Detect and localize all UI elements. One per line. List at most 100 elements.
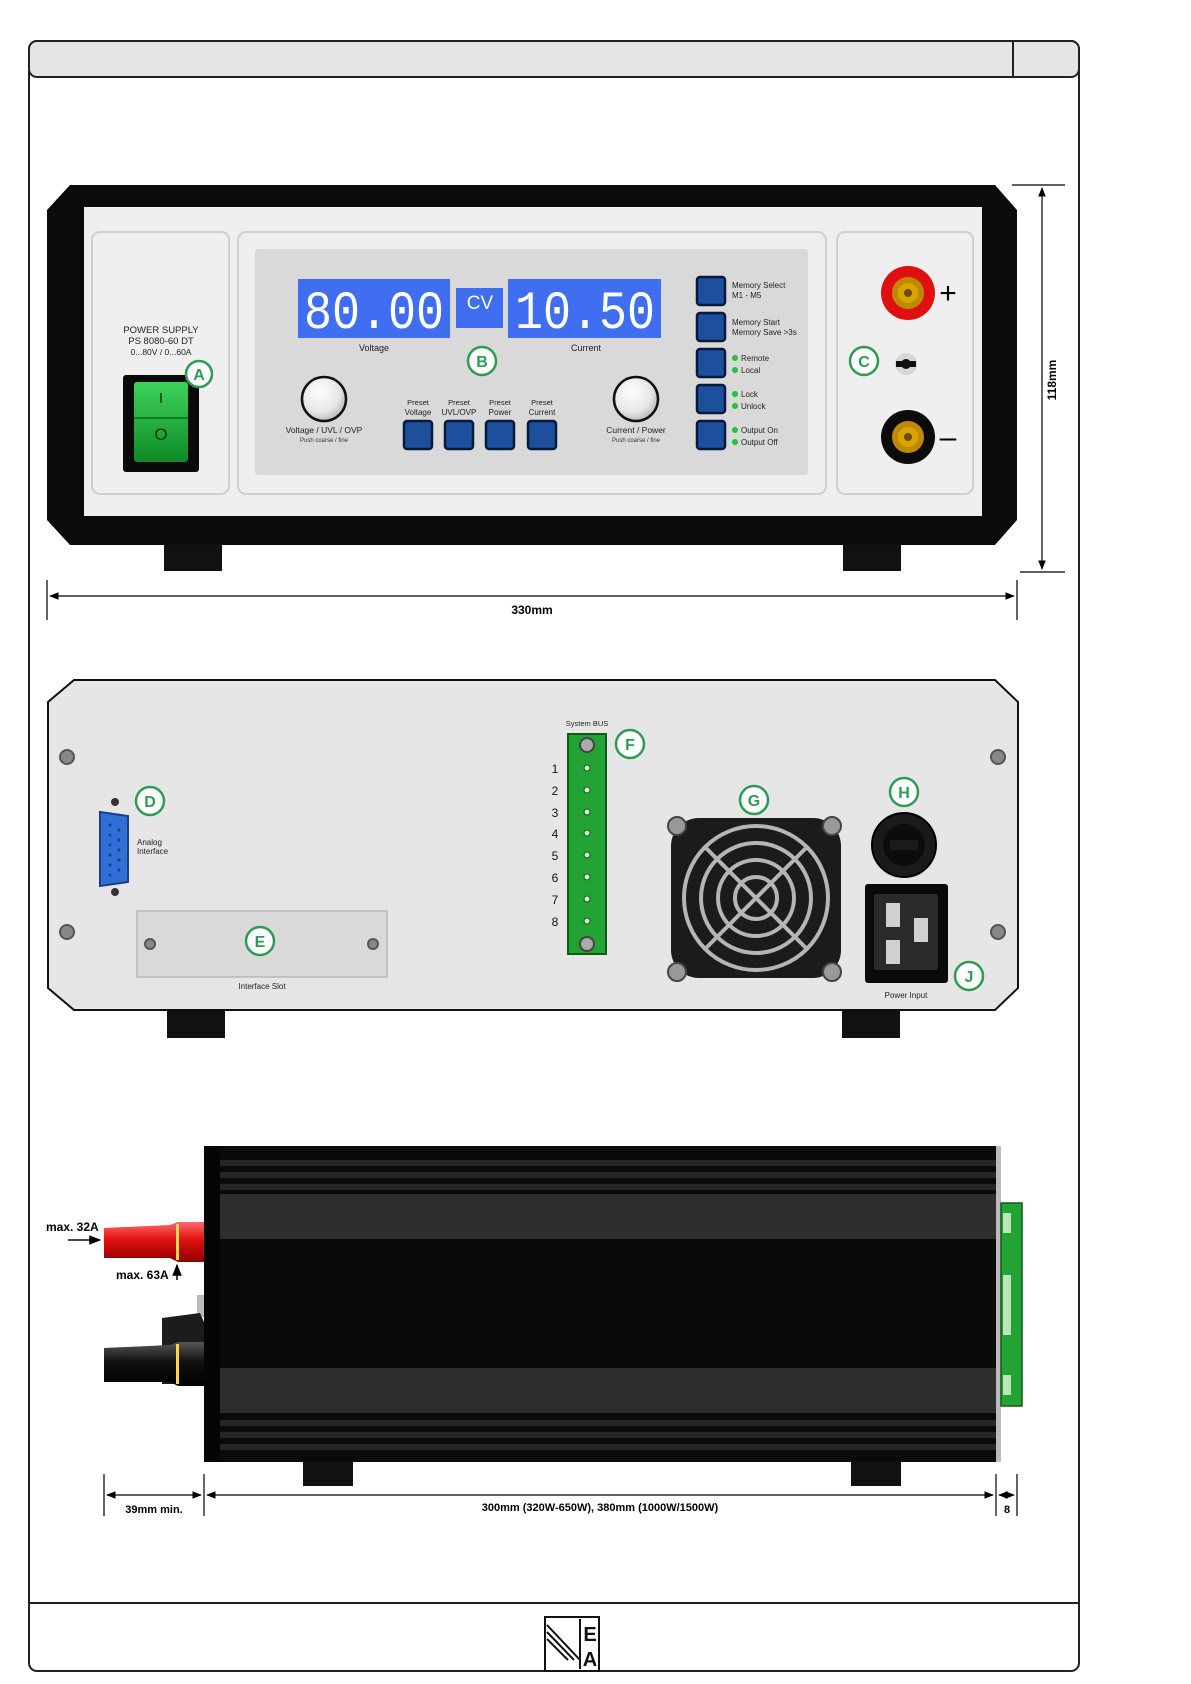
output-button[interactable] [695,419,727,451]
bus-pin-7: 7 [552,893,559,907]
preset-current-label: Current [529,408,556,417]
power-input-label: Power Input [885,991,928,1000]
remote-label: Remote [741,354,770,363]
analog-interface: Analog Interface D [99,785,169,896]
marker-j: J [953,960,985,992]
rear-mounting-screws [59,749,1006,940]
svg-text:B: B [476,354,488,371]
remote-led [732,355,738,361]
marker-g: G [738,784,770,816]
svg-text:H: H [898,785,910,802]
unlock-led [732,403,738,409]
voltage-caption: Voltage [359,343,389,353]
svg-text:G: G [748,793,760,810]
side-buttons: Memory Select M1 - M5 Memory Start Memor… [695,275,797,451]
output-off-led [732,439,738,445]
max-32a-label: max. 32A [46,1220,99,1234]
voltage-knob-label: Voltage / UVL / OVP [286,425,363,435]
width-label: 330mm [511,603,552,617]
bus-pin-hole-1 [583,764,591,772]
svg-text:A: A [193,367,205,384]
marker-d: D [134,785,166,817]
svg-text:Preset: Preset [407,398,430,407]
memory-select-button[interactable] [695,275,727,307]
model-line-2: PS 8080-60 DT [128,336,194,347]
current-knob[interactable] [612,375,660,423]
marker-e: E [244,925,276,957]
remote-local-button[interactable] [695,347,727,379]
svg-text:Preset: Preset [489,398,512,407]
switch-off-mark: O [154,425,167,444]
lock-led [732,391,738,397]
preset-voltage-button[interactable] [402,419,434,451]
power-switch[interactable] [134,382,188,462]
power-switch-panel: POWER SUPPLY PS 8080-60 DT 0...80V / 0..… [91,231,230,495]
voltage-knob[interactable] [300,375,348,423]
bus-pin-hole-2 [583,786,591,794]
unlock-label: Unlock [741,402,766,411]
mode-text: CV [467,293,494,314]
preset-power-button[interactable] [484,419,516,451]
plus-sign: + [939,277,957,310]
local-led [732,367,738,373]
system-bus: System BUS 1 2 3 4 5 6 7 8 F [552,719,646,955]
svg-text:D: D [144,794,156,811]
marker-h: H [888,776,920,808]
preset-current-button[interactable] [526,419,558,451]
memory-select-label: Memory Select [732,281,786,290]
voltage-display [298,279,450,338]
svg-text:C: C [858,354,870,371]
output-on-led [732,427,738,433]
max-63a-label: max. 63A [116,1268,169,1282]
preset-buttons: Preset Voltage Preset UVL/OVP Preset Pow… [402,398,558,451]
rear-bus-connector-side [1000,1202,1023,1407]
local-label: Local [741,366,760,375]
bus-pin-1: 1 [552,762,559,776]
power-inlet: Power Input J [865,884,985,1000]
interface-slot: Interface Slot E [136,910,388,991]
negative-terminal-side[interactable] [104,1295,204,1386]
marker-b: B [466,345,498,377]
bus-pin-hole-6 [583,873,591,881]
svg-text:Preset: Preset [448,398,471,407]
logo-letter-e: E [583,1624,596,1646]
terminal-panel: + – C [836,231,974,495]
preset-uvl-ovp-button[interactable] [443,419,475,451]
lock-button[interactable] [695,383,727,415]
bus-pin-2: 2 [552,784,559,798]
bus-pin-4: 4 [552,827,559,841]
bus-pin-hole-5 [583,851,591,859]
svg-text:Preset: Preset [531,398,554,407]
current-annotations: max. 32A max. 63A [46,1220,182,1282]
side-dimensions: 39mm min. 300mm (320W-650W), 380mm (1000… [103,1474,1018,1516]
system-bus-label: System BUS [566,719,609,728]
lock-label: Lock [741,390,759,399]
marker-a: A [184,359,214,389]
bus-pin-3: 3 [552,806,559,820]
svg-text:E: E [255,934,266,951]
bus-pin-hole-3 [583,808,591,816]
current-knob-sublabel: Push coarse / fine [612,438,661,444]
current-value: 10.50 [515,284,655,345]
control-panel: 80.00 CV 10.50 Voltage Current B Voltage… [237,231,827,495]
depth-label: 300mm (320W-650W), 380mm (1000W/1500W) [482,1502,719,1514]
analog-sub-d-connector[interactable] [99,810,129,888]
preset-voltage-label: Voltage [405,408,432,417]
bus-pin-hole-4 [583,829,591,837]
bus-pin-hole-7 [583,895,591,903]
bus-pin-6: 6 [552,871,559,885]
positive-terminal-side[interactable] [104,1222,204,1262]
marker-c: C [848,345,880,377]
analog-label-2: Interface [137,847,169,856]
memory-start-label: Memory Start [732,318,781,327]
preset-uvl-ovp-label: UVL/OVP [442,408,477,417]
interface-slot-label: Interface Slot [238,982,286,991]
memory-start-button[interactable] [695,311,727,343]
current-knob-label: Current / Power [606,425,666,435]
mode-indicator [456,288,503,328]
switch-on-mark: I [159,390,163,407]
rear-clearance-label: 39mm min. [125,1504,182,1516]
output-off-label: Output Off [741,438,779,447]
preset-power-label: Power [489,408,512,417]
output-on-label: Output On [741,426,778,435]
